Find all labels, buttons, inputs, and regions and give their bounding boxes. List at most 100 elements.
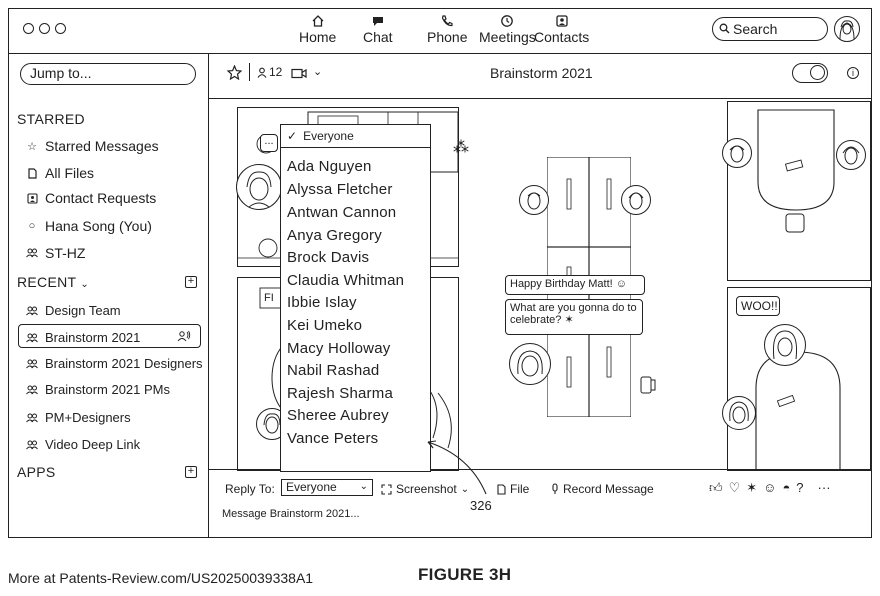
avatar-face-icon <box>517 350 543 377</box>
participant-avatar[interactable] <box>836 140 866 170</box>
selected-item-highlight <box>18 324 201 348</box>
sidebar-item-label: Brainstorm 2021 Designers <box>45 356 203 371</box>
channel-header: 12 ⌄ Brainstorm 2021 i <box>209 53 871 99</box>
contact-icon <box>554 13 570 29</box>
dropdown-option[interactable]: Antwan Cannon <box>287 204 397 221</box>
dropdown-option[interactable]: Brock Davis <box>287 249 370 266</box>
participant-avatar[interactable] <box>236 164 282 210</box>
dropdown-option[interactable]: Rajesh Sharma <box>287 385 393 402</box>
sidebar-item-starred-messages[interactable]: ☆ Starred Messages <box>26 138 159 154</box>
person-icon <box>257 67 267 78</box>
sidebar-item-st-hz[interactable]: ST-HZ <box>26 245 85 261</box>
add-app-button[interactable]: + <box>185 466 197 478</box>
room-top-right[interactable] <box>722 101 871 281</box>
sidebar-item-label: PM+Designers <box>45 410 131 425</box>
search-input[interactable]: Search <box>712 17 828 41</box>
sidebar-item-brainstorm-designers[interactable]: Brainstorm 2021 Designers <box>26 356 203 371</box>
screenshot-icon <box>381 483 392 495</box>
avatar-face-icon <box>527 192 541 210</box>
sidebar-item-label: Design Team <box>45 303 121 318</box>
sidebar-item-pm-designers[interactable]: PM+Designers <box>26 410 131 425</box>
participant-avatar[interactable] <box>722 138 752 168</box>
file-button[interactable]: File <box>497 482 529 496</box>
contact-request-icon <box>26 192 38 204</box>
room-sign: FI <box>264 292 274 304</box>
dropdown-option[interactable]: Nabil Rashad <box>287 362 380 379</box>
dropdown-option[interactable]: Claudia Whitman <box>287 272 405 289</box>
close-window-button[interactable] <box>23 23 34 34</box>
dropdown-option[interactable]: Sheree Aubrey <box>287 407 389 424</box>
participant-avatar[interactable] <box>722 396 756 430</box>
chevron-down-icon: ⌄ <box>359 481 368 492</box>
participant-avatar[interactable] <box>621 185 651 215</box>
room-bottom-right[interactable]: WOO!! <box>722 287 871 471</box>
sidebar-item-brainstorm-pms[interactable]: Brainstorm 2021 PMs <box>26 382 170 397</box>
nav-meetings[interactable]: Meetings <box>479 13 536 45</box>
search-icon <box>719 21 730 37</box>
avatar-face-icon <box>773 330 797 360</box>
dropdown-option[interactable]: Alyssa Fletcher <box>287 181 393 198</box>
nav-phone[interactable]: Phone <box>427 13 467 45</box>
participant-avatar[interactable] <box>519 185 549 215</box>
info-icon[interactable]: i <box>847 67 859 79</box>
avatar-face-icon <box>246 171 272 208</box>
sidebar-item-contact-requests[interactable]: Contact Requests <box>26 190 156 206</box>
dropdown-option[interactable]: Ada Nguyen <box>287 158 372 175</box>
recent-section-label: RECENT <box>17 274 77 290</box>
sunglasses-icon[interactable]: ◓ <box>782 480 791 495</box>
sidebar-item-brainstorm-2021[interactable]: Brainstorm 2021 <box>26 330 140 345</box>
more-icon[interactable]: ··· <box>817 480 831 495</box>
participant-avatar[interactable] <box>764 324 806 366</box>
minimize-window-button[interactable] <box>39 23 50 34</box>
record-message-button[interactable]: Record Message <box>551 482 654 496</box>
nav-chat[interactable]: Chat <box>363 13 393 45</box>
record-label: Record Message <box>563 482 654 496</box>
chat-bubble-celebrate: What are you gonna do to celebrate? ✶ <box>505 299 643 335</box>
file-icon <box>497 483 506 495</box>
avatar-face-icon <box>842 146 860 165</box>
members-button[interactable]: 12 <box>257 65 282 79</box>
view-toggle[interactable] <box>792 63 828 83</box>
typing-bubble: ... <box>260 134 278 152</box>
maximize-window-button[interactable] <box>55 23 66 34</box>
reference-leader-line <box>427 440 487 495</box>
sidebar: Jump to... STARRED ☆ Starred Messages Al… <box>9 53 209 537</box>
mention-dropdown: ✓ Everyone Ada Nguyen Alyssa Fletcher An… <box>280 124 431 472</box>
reply-to-value: Everyone <box>286 480 337 494</box>
user-avatar[interactable] <box>834 16 860 42</box>
screenshot-button[interactable]: Screenshot ⌄ <box>381 482 469 496</box>
add-recent-button[interactable]: + <box>185 276 197 288</box>
dropdown-option[interactable]: Vance Peters <box>287 430 379 447</box>
thumbs-up-icon[interactable]: 👍︎ <box>709 480 723 495</box>
smile-icon[interactable]: ☺ <box>763 480 777 495</box>
message-input[interactable]: Message Brainstorm 2021... <box>222 508 360 520</box>
star-channel-button[interactable] <box>226 64 243 85</box>
video-options-chevron-icon[interactable]: ⌄ <box>313 66 323 78</box>
dropdown-option[interactable]: Kei Umeko <box>287 317 363 334</box>
sidebar-item-video-deep-link[interactable]: Video Deep Link <box>26 437 140 452</box>
sidebar-item-hana-song[interactable]: ○ Hana Song (You) <box>26 218 152 234</box>
check-icon: ✓ <box>287 129 298 143</box>
chevron-down-icon: ⌄ <box>460 483 470 495</box>
question-icon[interactable]: ? <box>796 480 804 495</box>
video-button[interactable] <box>291 66 307 84</box>
sidebar-item-design-team[interactable]: Design Team <box>26 303 121 318</box>
heart-icon[interactable]: ♡ <box>728 480 741 495</box>
recent-section-title[interactable]: RECENT ⌄ <box>17 274 89 290</box>
phone-icon <box>439 13 455 29</box>
party-icon[interactable]: ✶ <box>746 480 758 495</box>
jump-to-input[interactable]: Jump to... <box>20 63 196 85</box>
dropdown-selected-option[interactable]: ✓ Everyone <box>281 125 430 148</box>
nav-home[interactable]: Home <box>299 13 336 45</box>
dropdown-option[interactable]: Macy Holloway <box>287 340 391 357</box>
room-furniture-drawing <box>757 109 835 233</box>
home-icon <box>310 13 326 29</box>
participant-avatar[interactable] <box>509 343 551 385</box>
dropdown-option[interactable]: Anya Gregory <box>287 227 382 244</box>
sidebar-item-all-files[interactable]: All Files <box>26 165 94 181</box>
group-icon <box>26 248 38 258</box>
group-icon <box>26 359 38 369</box>
nav-contacts[interactable]: Contacts <box>534 13 589 45</box>
dropdown-option[interactable]: Ibbie Islay <box>287 294 357 311</box>
reply-to-select[interactable]: Everyone ⌄ <box>281 479 373 496</box>
